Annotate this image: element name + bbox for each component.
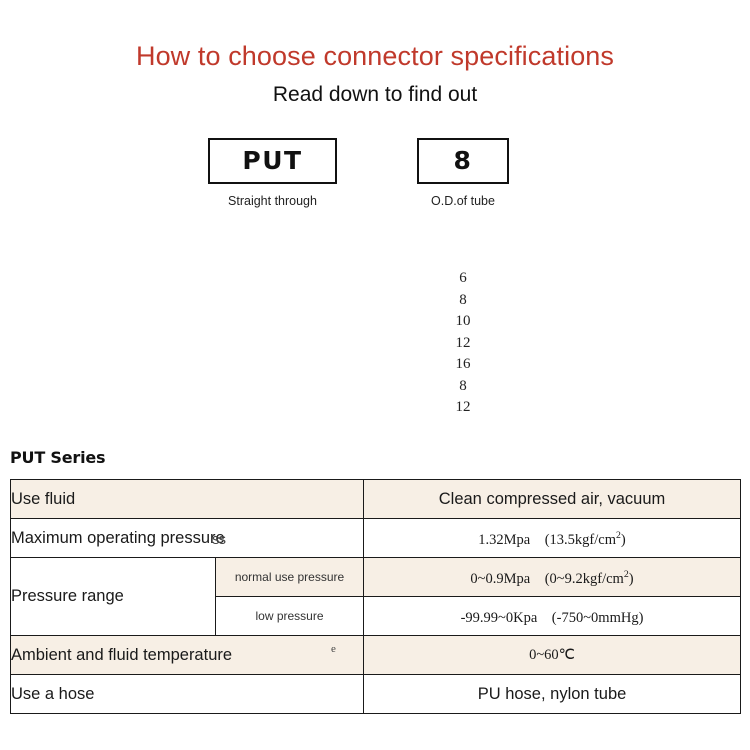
spec-value-use-fluid: Clean compressed air, vacuum xyxy=(363,479,742,519)
tube-size-option-list: 6 8 10 12 16 8 12 xyxy=(417,268,509,419)
table-row: Maximum operating pressure 1.32Mpa (13.5… xyxy=(9,518,742,558)
table-row: Use fluid Clean compressed air, vacuum xyxy=(9,479,742,519)
value-superscript: 2 xyxy=(616,529,621,541)
specification-section: PUT Series Use fluid Clean compressed ai… xyxy=(0,448,750,714)
spec-value-max-operating-pressure: 1.32Mpa (13.5kgf/cm2) xyxy=(363,518,742,558)
spec-label-use-a-hose: Use a hose xyxy=(9,674,365,714)
table-row: Pressure range normal use pressure 0~0.9… xyxy=(10,557,742,636)
spec-value-ambient-fluid-temperature: 0~60℃ xyxy=(363,635,742,675)
series-heading: PUT Series xyxy=(10,448,106,467)
connector-code-selector: PUT Straight through 8 O.D.of tube xyxy=(0,137,750,238)
value-tail: ) xyxy=(628,570,634,587)
table-row: Ambient and fluid temperature 0~60℃ xyxy=(9,635,742,675)
value-superscript: 2 xyxy=(623,568,629,580)
value-tail: ) xyxy=(620,531,626,548)
spec-value-low-pressure: -99.99~0Kpa (-750~0mmHg) xyxy=(363,596,742,636)
spec-sublabel-low-pressure: low pressure xyxy=(214,596,365,636)
list-item[interactable]: 8 xyxy=(459,291,467,308)
spec-label-ambient-fluid-temperature: Ambient and fluid temperature xyxy=(9,635,365,675)
spec-label-pressure-range: Pressure range xyxy=(10,557,216,636)
value-text: 0~0.9Mpa (0~9.2kgf/cm xyxy=(470,570,624,587)
page-subtitle: Read down to find out xyxy=(272,82,478,106)
list-item[interactable]: 12 xyxy=(455,334,471,351)
list-item[interactable]: 12 xyxy=(455,399,471,415)
value-text: 1.32Mpa (13.5kgf/cm xyxy=(478,531,616,548)
list-item[interactable]: 16 xyxy=(455,356,471,372)
spec-sublabel-normal-use-pressure: normal use pressure xyxy=(214,557,365,597)
spec-label-use-fluid: Use fluid xyxy=(9,479,365,519)
list-item[interactable]: 10 xyxy=(455,313,471,329)
code-box-series[interactable]: PUT xyxy=(208,137,337,184)
page-title: How to choose connector specifications xyxy=(135,41,615,71)
spec-value-use-a-hose: PU hose, nylon tube xyxy=(363,674,742,714)
specification-table: Use fluid Clean compressed air, vacuum M… xyxy=(9,479,742,714)
code-box-series-value: PUT xyxy=(242,146,303,176)
code-box-series-caption: Straight through xyxy=(228,193,317,208)
code-box-size-value: 8 xyxy=(453,146,473,176)
spec-value-normal-use-pressure: 0~0.9Mpa (0~9.2kgf/cm2) xyxy=(363,557,742,597)
table-row: Use a hose PU hose, nylon tube xyxy=(9,674,742,714)
page-header: How to choose connector specifications R… xyxy=(0,0,750,106)
list-item[interactable]: 6 xyxy=(459,270,467,286)
spec-label-max-operating-pressure: Maximum operating pressure xyxy=(9,518,365,558)
code-box-size[interactable]: 8 xyxy=(417,137,509,184)
list-item[interactable]: 8 xyxy=(459,377,467,394)
code-box-size-caption: O.D.of tube xyxy=(431,193,495,208)
